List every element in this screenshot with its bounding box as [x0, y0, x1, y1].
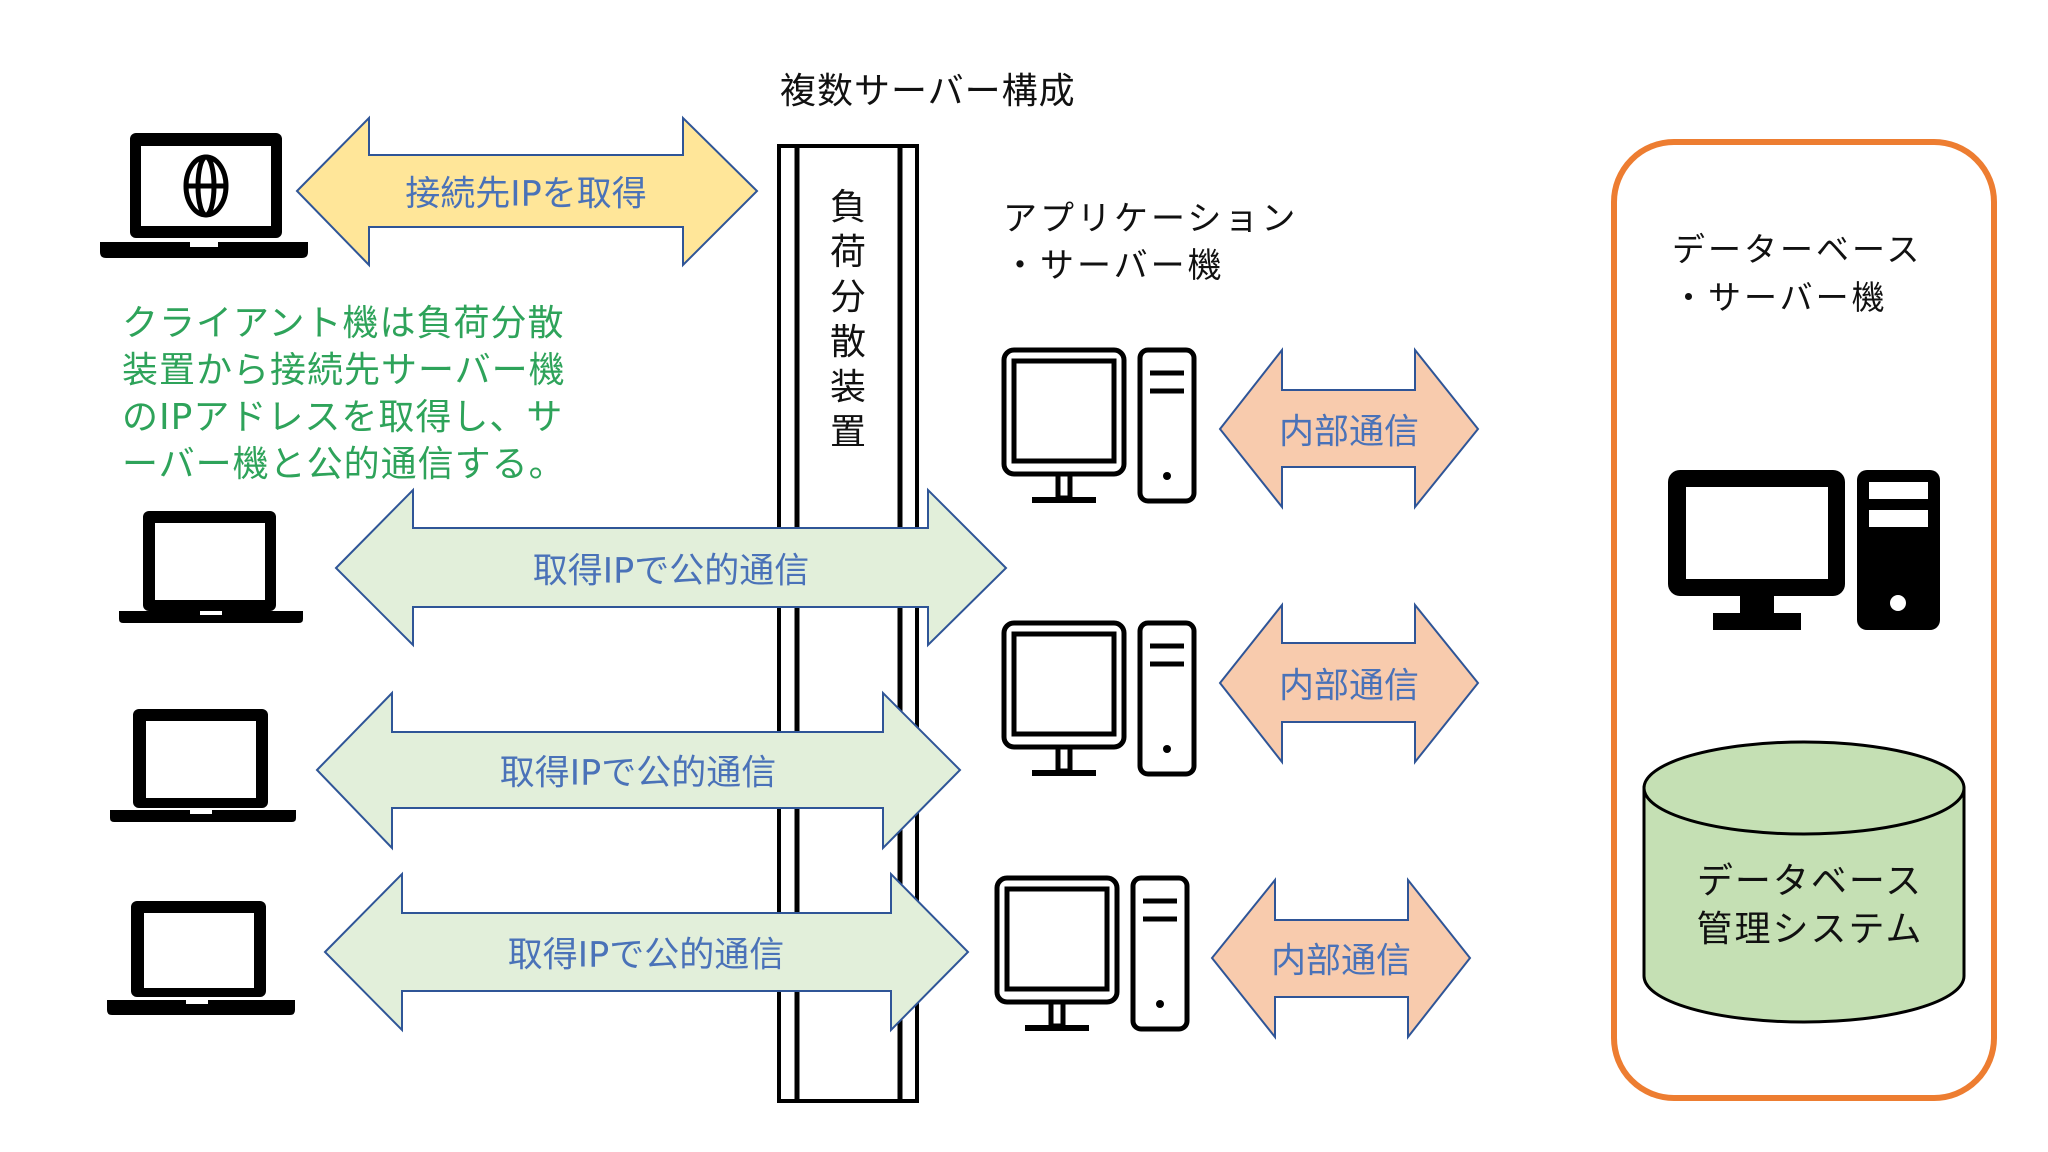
dbms-label-line2: 管理システム	[1696, 909, 1924, 950]
db-server-icon	[1668, 470, 1940, 630]
internal-comm-arrow-1	[1218, 347, 1480, 510]
app-server-label-line2: ・サーバー機	[1003, 246, 1225, 286]
client-laptop-icon-2	[119, 511, 303, 623]
client-laptop-icon-3	[110, 709, 296, 822]
get-ip-arrow-label: 接続先IPを取得	[405, 174, 647, 215]
app-server-icon-2	[1001, 620, 1197, 777]
app-server-icon-3	[994, 875, 1190, 1032]
load-balancer-label: 負荷分散装置	[829, 187, 866, 453]
internal-comm-arrow-1-label: 内部通信	[1278, 412, 1420, 453]
public-comm-arrow-2	[315, 690, 962, 851]
client-laptop-globe-icon	[100, 133, 308, 258]
public-comm-arrow-3-label: 取得IPで公的通信	[507, 935, 785, 976]
diagram-title: 複数サーバー構成	[780, 71, 1076, 112]
client-laptop-icon-4	[107, 901, 295, 1015]
internal-comm-arrow-2	[1218, 602, 1480, 765]
internal-comm-arrow-3-label: 内部通信	[1270, 941, 1412, 982]
db-server-label: データーベース ・サーバー機	[1672, 226, 1922, 322]
app-server-label-line1: アプリケーション	[1003, 199, 1299, 239]
public-comm-arrow-1	[334, 487, 1008, 648]
internal-comm-arrow-3	[1210, 877, 1472, 1040]
app-server-label: アプリケーション ・サーバー機	[1003, 196, 1298, 290]
dbms-label: データベース 管理システム	[1660, 858, 1960, 954]
public-comm-arrow-1-label: 取得IPで公的通信	[532, 551, 810, 592]
get-ip-arrow	[295, 115, 759, 268]
db-server-group-box	[1611, 139, 1997, 1101]
db-server-label-line2: ・サーバー機	[1672, 278, 1888, 317]
dbms-cylinder-icon	[1642, 740, 1966, 1024]
db-server-label-line1: データーベース	[1672, 230, 1923, 269]
public-comm-arrow-2-label: 取得IPで公的通信	[499, 753, 777, 794]
internal-comm-arrow-2-label: 内部通信	[1278, 666, 1420, 707]
explanation-note: クライアント機は負荷分散装置から接続先サーバー機のIPアドレスを取得し、サーバー…	[122, 303, 566, 485]
public-comm-arrow-3	[323, 871, 970, 1033]
globe-icon	[183, 154, 229, 218]
dbms-label-line1: データベース	[1696, 861, 1924, 902]
app-server-icon-1	[1001, 347, 1197, 504]
